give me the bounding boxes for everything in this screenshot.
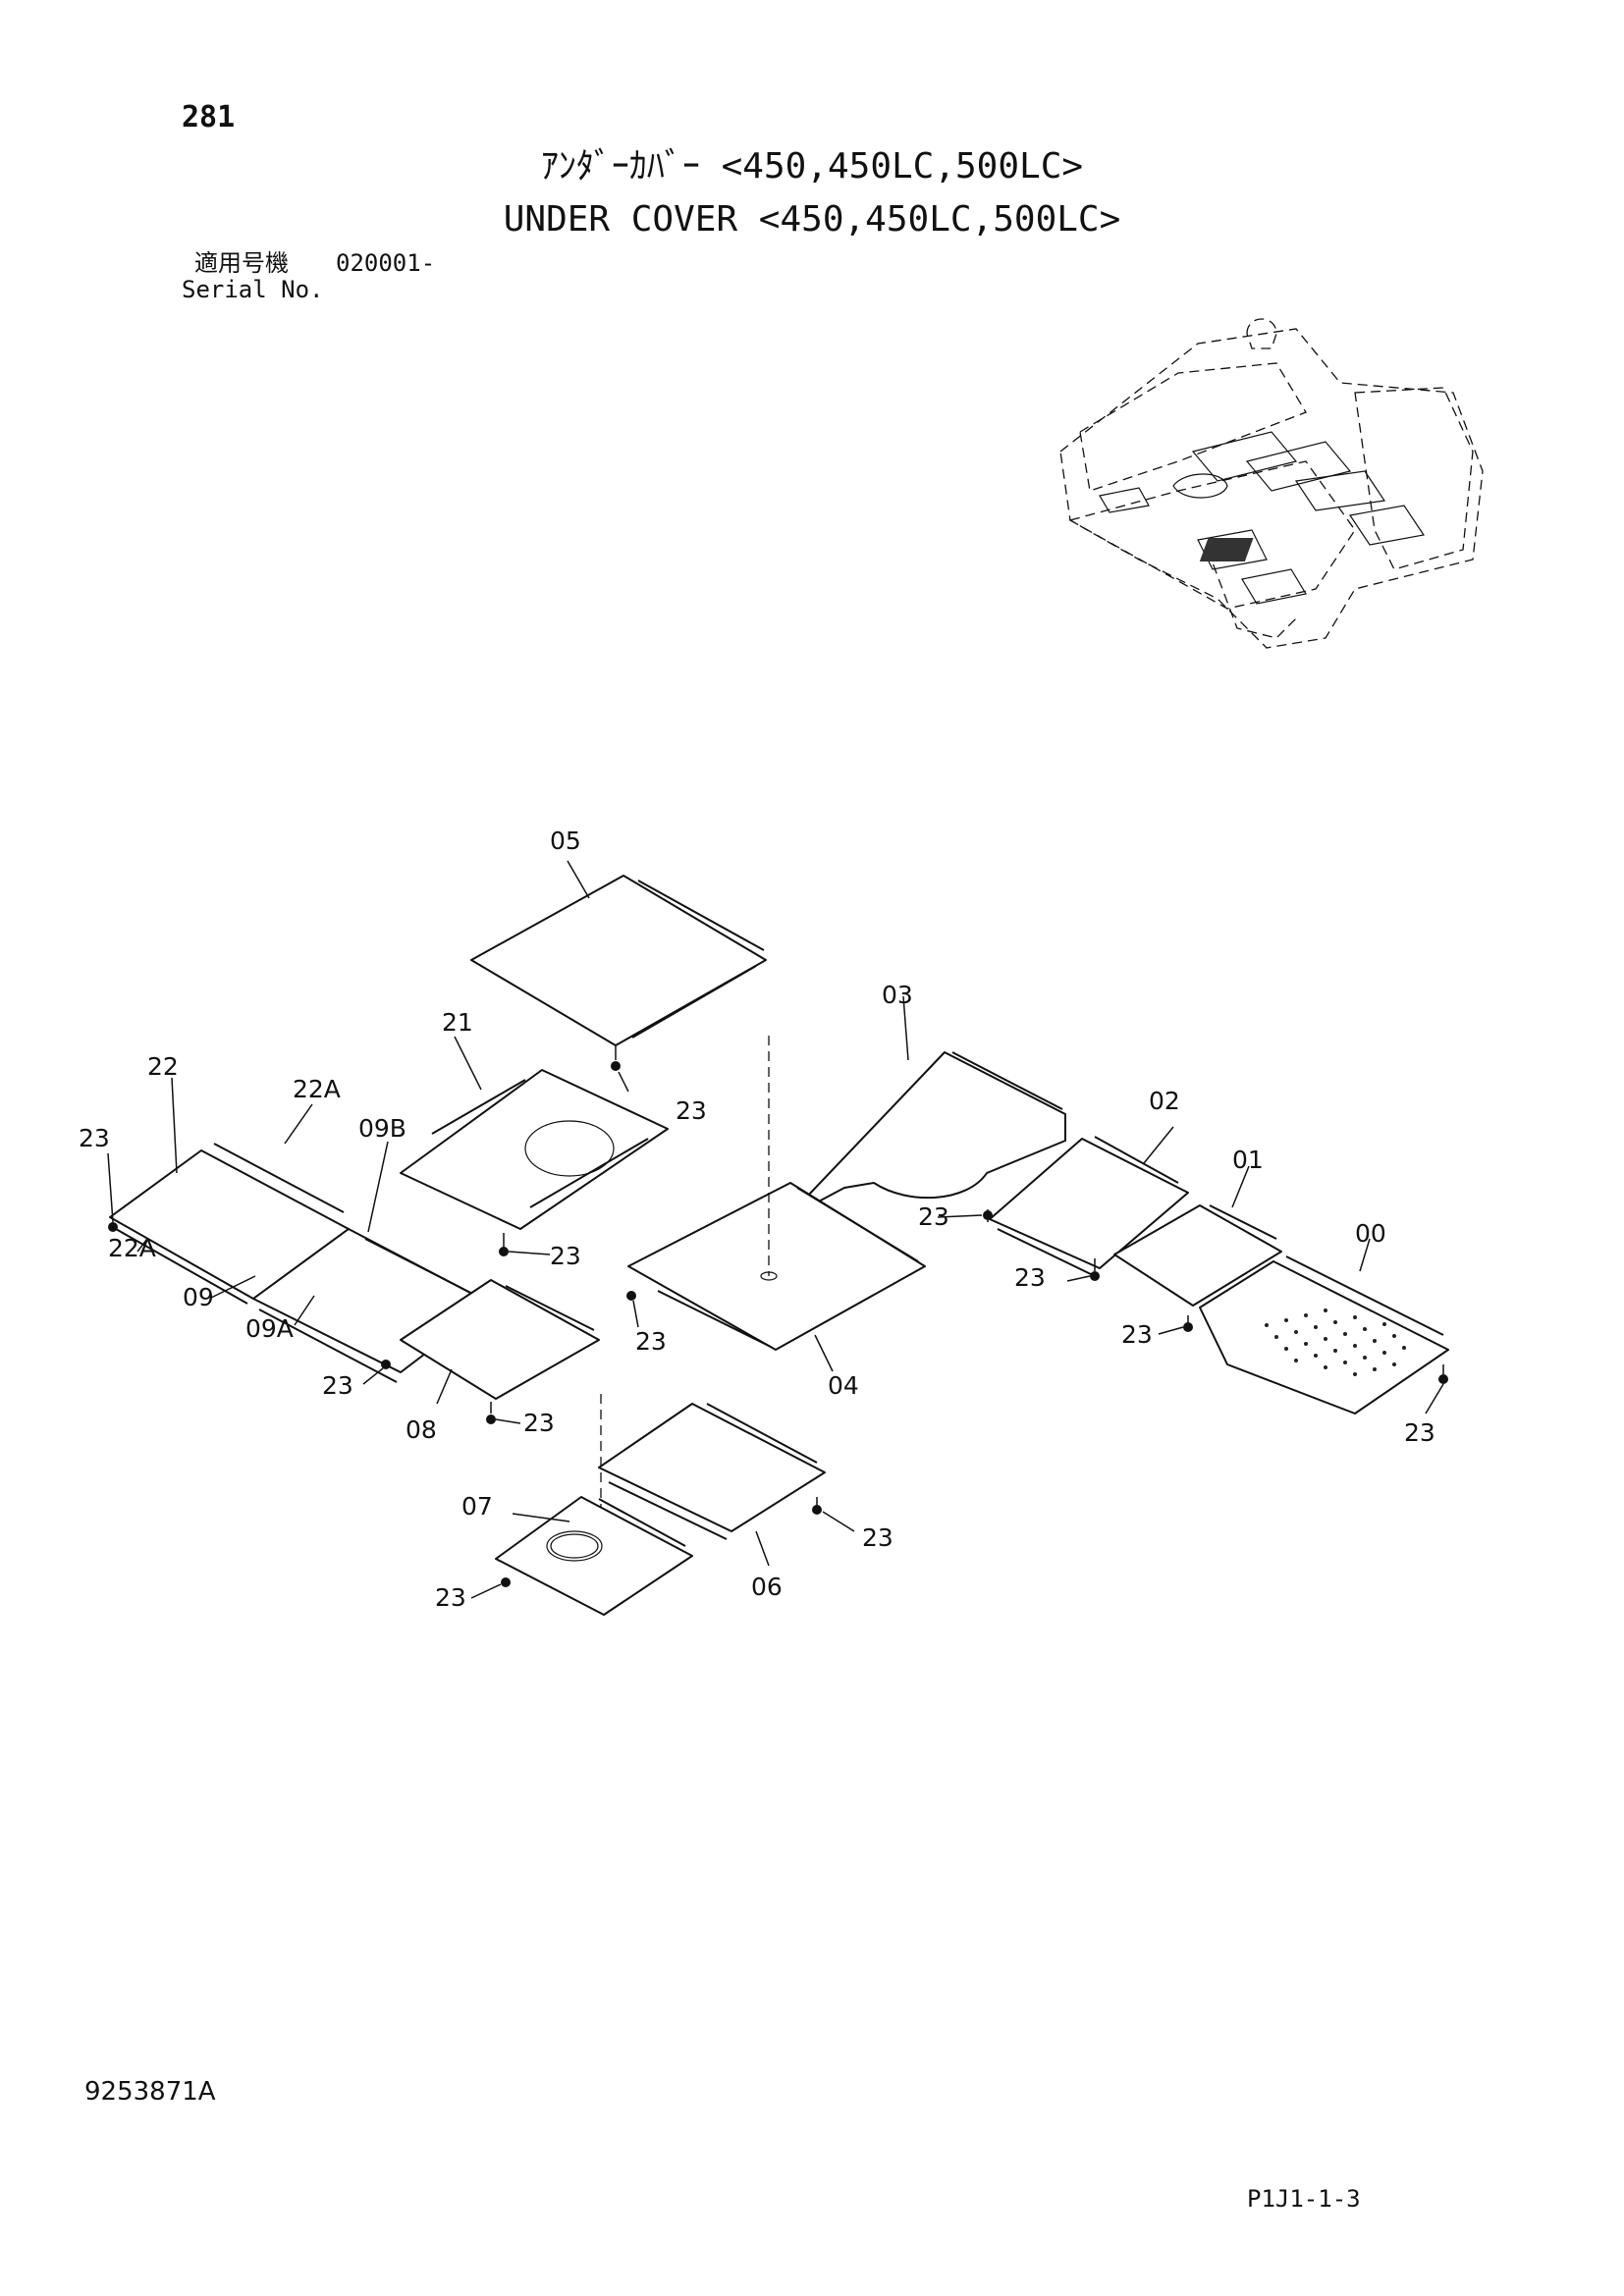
callout-09A: 09A <box>245 1314 294 1343</box>
callout-23-part-06: 23 <box>862 1523 893 1552</box>
document-number: 9253871A <box>84 2077 216 2107</box>
callout-05: 05 <box>550 827 581 855</box>
callout-08: 08 <box>406 1415 437 1444</box>
callout-23-part-07: 23 <box>435 1583 466 1612</box>
serial-label-japanese: 適用号機 <box>194 249 289 277</box>
callout-23-part-04: 23 <box>635 1327 667 1356</box>
callout-22A-bottom: 22A <box>108 1234 156 1262</box>
callout-23-part-08: 23 <box>523 1409 555 1437</box>
callout-00: 00 <box>1355 1219 1386 1248</box>
serial-number-value: 020001- <box>336 249 436 277</box>
serial-label-english: Serial No. <box>182 276 324 303</box>
callout-leader-lines <box>107 860 1444 1599</box>
part-05-cover-plate <box>470 875 767 1071</box>
callout-23-part-09: 23 <box>322 1371 353 1400</box>
callout-labels: 05 21 23 22 22A 23 09B 22A 23 09 09A 23 … <box>79 827 1435 1612</box>
callout-03: 03 <box>882 981 913 1009</box>
page-code: P1J1-1-3 <box>1247 2185 1361 2213</box>
callout-02: 02 <box>1149 1087 1180 1115</box>
callout-09B: 09B <box>358 1114 406 1143</box>
title-japanese: ｱﾝﾀﾞｰｶﾊﾞｰ <450,450LC,500LC> <box>540 146 1084 187</box>
callout-23-part-02: 23 <box>1014 1263 1046 1292</box>
part-21-cover-plate <box>400 1069 669 1256</box>
part-08-cover-plate <box>381 1279 600 1424</box>
callout-23-part-05: 23 <box>676 1096 707 1125</box>
callout-06: 06 <box>751 1573 783 1601</box>
part-07-cover-plate <box>495 1496 693 1616</box>
callout-23-part-21: 23 <box>550 1242 581 1270</box>
part-06-cover-plate <box>598 1394 826 1540</box>
callout-23-part-01: 23 <box>1121 1320 1153 1349</box>
part-04-cover-plate <box>626 1036 926 1351</box>
title-english: UNDER COVER <450,450LC,500LC> <box>503 199 1121 240</box>
part-02-cover-plate <box>983 1136 1189 1277</box>
callout-22A-top: 22A <box>293 1075 341 1103</box>
callout-01: 01 <box>1232 1146 1264 1174</box>
callout-23-part-22: 23 <box>79 1124 110 1152</box>
callout-07: 07 <box>461 1492 493 1521</box>
part-00-perforated-cover-plate <box>1183 1255 1449 1415</box>
callout-23-part-03: 23 <box>918 1202 949 1231</box>
part-03-cover-plate <box>785 1051 1066 1220</box>
page-number: 281 <box>182 100 236 134</box>
callout-09: 09 <box>183 1283 214 1311</box>
callout-21: 21 <box>442 1008 473 1037</box>
part-01-cover-plate <box>1090 1204 1282 1307</box>
machine-overview-thumbnail <box>1059 318 1484 649</box>
callout-23-part-00: 23 <box>1404 1418 1435 1447</box>
callout-22: 22 <box>147 1052 179 1081</box>
callout-04: 04 <box>828 1371 859 1400</box>
